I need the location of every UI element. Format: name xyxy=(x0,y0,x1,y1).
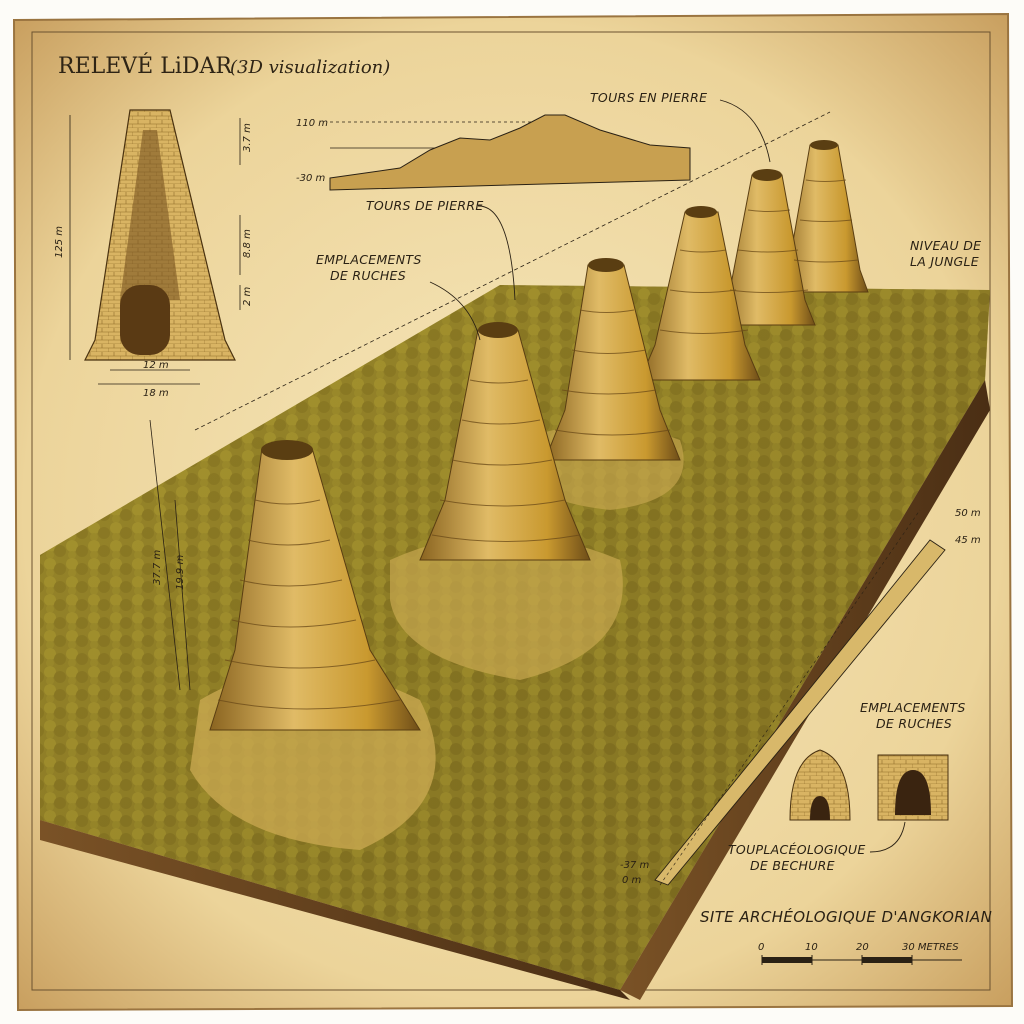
section-dim-2: 8.8 m xyxy=(242,229,253,258)
scale-tick-10: 10 xyxy=(805,942,818,953)
scale-tick-20: 20 xyxy=(856,942,869,953)
inset-ruches-line1: EMPLACEMENTS xyxy=(860,700,966,715)
tower-cross-section: 125 m 3.7 m 8.8 m 2 m 12 m 18 m xyxy=(54,109,253,399)
profile-label-top: 110 m xyxy=(296,118,328,129)
tower-4 xyxy=(639,206,761,381)
callouts: TOURS EN PIERRE TOURS DE PIERRE EMPLACEM… xyxy=(316,90,981,341)
section-inner-width: 12 m xyxy=(143,360,169,371)
inset-topo-line1: TOUPLACÉOLOGIQUE xyxy=(728,842,866,857)
foreground-dimensions: 37.7 m 19.9 m xyxy=(149,111,831,691)
cliff-side xyxy=(620,380,990,1000)
fg-dim-2: 19.9 m xyxy=(175,555,186,590)
tower-1 xyxy=(209,440,421,731)
label-tours-de-pierre: TOURS DE PIERRE xyxy=(366,198,484,213)
inset-ruches-line2: DE RUCHES xyxy=(876,716,952,731)
profile-label-bottom: -30 m xyxy=(296,173,326,184)
tower-3 xyxy=(544,258,681,461)
scale-bar: 0 10 20 30 METRES xyxy=(758,942,962,965)
site-name: SITE ARCHÉOLOGIQUE D'ANGKORIAN xyxy=(700,907,992,926)
title-sub: (3D visualization) xyxy=(230,57,390,78)
label-tours-en-pierre: TOURS EN PIERRE xyxy=(590,90,707,105)
label-niveau-line2: LA JUNGLE xyxy=(910,254,979,269)
section-dim-3: 2 m xyxy=(242,286,253,306)
scale-unit: 30 METRES xyxy=(902,942,959,953)
side-profile: 50 m 45 m -37 m 0 m xyxy=(620,508,981,886)
section-height-total: 125 m xyxy=(54,226,65,258)
beehive-inset: EMPLACEMENTS DE RUCHES TOUPLACÉOLOGIQUE … xyxy=(728,700,966,873)
side-profile-bottom2: 0 m xyxy=(622,875,642,886)
section-dim-1: 3.7 m xyxy=(242,123,253,152)
title-main: RELEVÉ LiDAR xyxy=(58,52,233,79)
inset-topo-line2: DE BECHURE xyxy=(750,858,835,873)
label-niveau-line1: NIVEAU DE xyxy=(910,238,981,253)
cliff-front xyxy=(40,820,630,1000)
tower-6 xyxy=(779,140,869,293)
side-profile-top1: 50 m xyxy=(955,508,981,519)
elevation-profile: 110 m -30 m xyxy=(296,114,691,191)
label-ruches-line2: DE RUCHES xyxy=(330,268,406,283)
section-outer-width: 18 m xyxy=(143,388,169,399)
tower-5 xyxy=(717,169,816,326)
side-profile-top2: 45 m xyxy=(955,535,981,546)
label-ruches-line1: EMPLACEMENTS xyxy=(316,252,422,267)
scale-tick-0: 0 xyxy=(758,942,764,953)
beehive-dome xyxy=(789,749,851,821)
parchment-frame xyxy=(31,31,991,991)
fg-dim-1: 37.7 m xyxy=(152,550,163,585)
tower-bands xyxy=(217,179,859,710)
side-profile-bottom1: -37 m xyxy=(620,860,650,871)
